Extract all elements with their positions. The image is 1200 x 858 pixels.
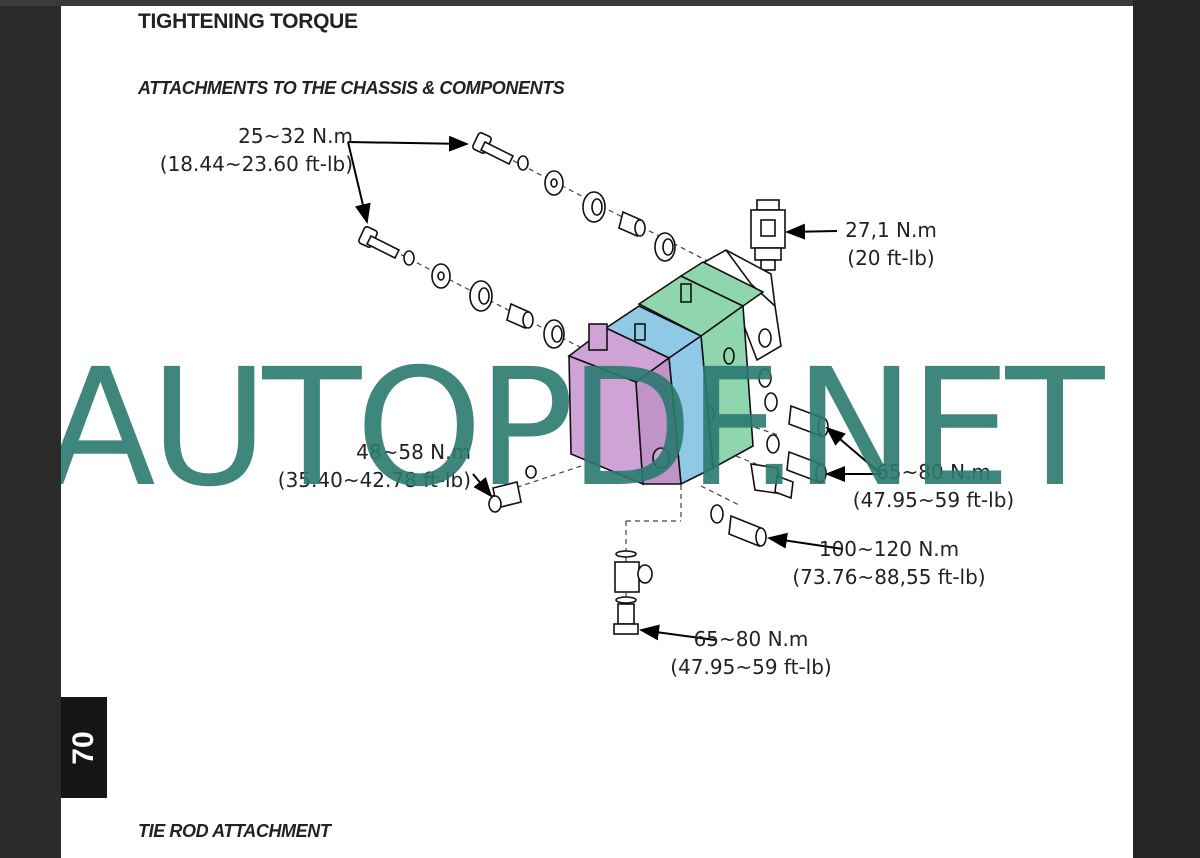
torque-callout-right-fittings: 65~80 N.m (47.95~59 ft-lb)	[846, 458, 1021, 514]
torque-imperial: (35.40~42.78 ft-lb)	[277, 468, 471, 492]
bottom-valve	[613, 550, 653, 635]
page-number: 70	[67, 730, 100, 765]
torque-imperial: (20 ft-lb)	[847, 246, 935, 270]
page-number-tab: 70	[61, 697, 107, 798]
torque-metric: 25~32 N.m	[238, 124, 353, 148]
torque-metric: 48~58 N.m	[356, 440, 471, 464]
torque-metric: 65~80 N.m	[876, 460, 991, 484]
valve-purple-section	[567, 323, 682, 486]
hydraulic-valve-diagram	[347, 132, 882, 641]
page-title: TIGHTENING TORQUE	[138, 10, 358, 33]
watermark: AUTOPDF.NET	[61, 335, 1104, 523]
torque-callout-main-fitting: 100~120 N.m (73.76~88,55 ft-lb)	[789, 535, 989, 591]
upper-bolt-stack	[472, 132, 676, 262]
left-fitting	[488, 465, 537, 513]
torque-imperial: (18.44~23.60 ft-lb)	[159, 152, 353, 176]
torque-imperial: (73.76~88,55 ft-lb)	[792, 565, 986, 589]
viewer-left-margin	[0, 0, 61, 858]
right-fittings	[710, 392, 829, 548]
torque-callout-pressure-switch: 27,1 N.m (20 ft-lb)	[831, 216, 951, 272]
pressure-switch	[750, 199, 786, 271]
torque-metric: 65~80 N.m	[693, 627, 809, 651]
section-heading: ATTACHMENTS TO THE CHASSIS & COMPONENTS	[138, 78, 565, 98]
torque-metric: 27,1 N.m	[845, 218, 937, 242]
viewer-scroll-area[interactable]	[1133, 0, 1200, 858]
torque-imperial: (47.95~59 ft-lb)	[670, 655, 832, 679]
torque-callout-left-fitting: 48~58 N.m (35.40~42.78 ft-lb)	[261, 438, 471, 494]
torque-callout-bolts: 25~32 N.m (18.44~23.60 ft-lb)	[143, 122, 353, 178]
torque-metric: 100~120 N.m	[818, 537, 960, 561]
valve-green-section	[637, 261, 765, 470]
leader-arrows	[347, 135, 882, 641]
viewer-top-bar	[0, 0, 1200, 6]
torque-callout-bottom-valve: 65~80 N.m (47.95~59 ft-lb)	[666, 625, 836, 681]
valve-blue-section	[604, 305, 714, 486]
torque-imperial: (47.95~59 ft-lb)	[852, 488, 1015, 512]
lower-bolt-stack	[358, 226, 565, 349]
document-page: TIGHTENING TORQUE ATTACHMENTS TO THE CHA…	[61, 6, 1133, 858]
next-section-heading: TIE ROD ATTACHMENT	[138, 821, 331, 841]
